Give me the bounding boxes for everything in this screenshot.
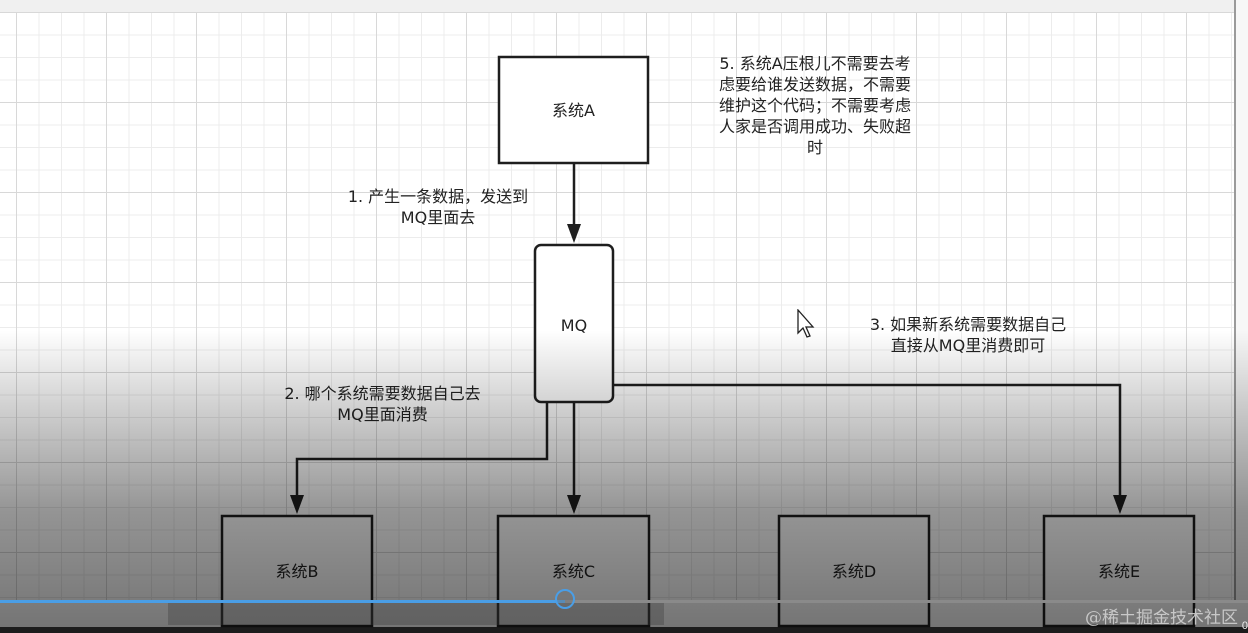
label-system-d: 系统D <box>831 562 877 581</box>
note-3-line-2: 直接从MQ里消费即可 <box>890 336 1046 355</box>
buffer-preview-bar <box>168 603 664 625</box>
arrowhead-mq-to-c <box>567 495 581 514</box>
watermark: @稀土掘金技术社区 <box>1085 608 1238 628</box>
note-2[interactable]: 2. 哪个系统需要数据自己去 MQ里面消费 <box>255 383 510 425</box>
note-3[interactable]: 3. 如果新系统需要数据自己 直接从MQ里消费即可 <box>838 314 1098 356</box>
arrowhead-a-to-mq <box>567 224 581 243</box>
note-5-line-3: 维护这个代码；不需要考虑 <box>718 96 911 115</box>
note-5-line-5: 时 <box>806 138 823 157</box>
note-5[interactable]: 5. 系统A压根儿不需要去考 虑要给谁发送数据，不需要 维护这个代码；不需要考虑… <box>690 53 940 158</box>
video-player-controls: @稀土掘金技术社区 0 <box>0 589 1248 633</box>
arrowhead-mq-to-e <box>1113 495 1127 514</box>
note-2-line-1: 2. 哪个系统需要数据自己去 <box>284 384 481 403</box>
label-system-a: 系统A <box>552 101 595 120</box>
progress-fill <box>0 600 566 603</box>
note-5-line-2: 虑要给谁发送数据，不需要 <box>718 75 911 94</box>
note-1-line-2: MQ里面去 <box>400 208 476 227</box>
note-5-line-4: 人家是否调用成功、失败超 <box>718 117 911 136</box>
arrowhead-mq-to-b <box>290 495 304 514</box>
note-3-line-1: 3. 如果新系统需要数据自己 <box>869 315 1067 334</box>
edge-mq-to-e[interactable] <box>613 383 1122 497</box>
label-mq: MQ <box>560 316 588 335</box>
node-system-a[interactable] <box>497 55 650 165</box>
mouse-cursor-icon <box>797 309 815 338</box>
label-system-b: 系统B <box>275 562 319 581</box>
progress-track[interactable] <box>0 600 1248 603</box>
time-display: 0 <box>1241 620 1248 632</box>
note-2-line-2: MQ里面消费 <box>337 405 428 424</box>
label-system-e: 系统E <box>1097 562 1141 581</box>
note-5-line-1: 5. 系统A压根儿不需要去考 <box>719 54 911 73</box>
label-system-c: 系统C <box>551 562 596 581</box>
note-1-line-1: 1. 产生一条数据，发送到 <box>347 187 529 206</box>
note-1[interactable]: 1. 产生一条数据，发送到 MQ里面去 <box>318 186 558 228</box>
